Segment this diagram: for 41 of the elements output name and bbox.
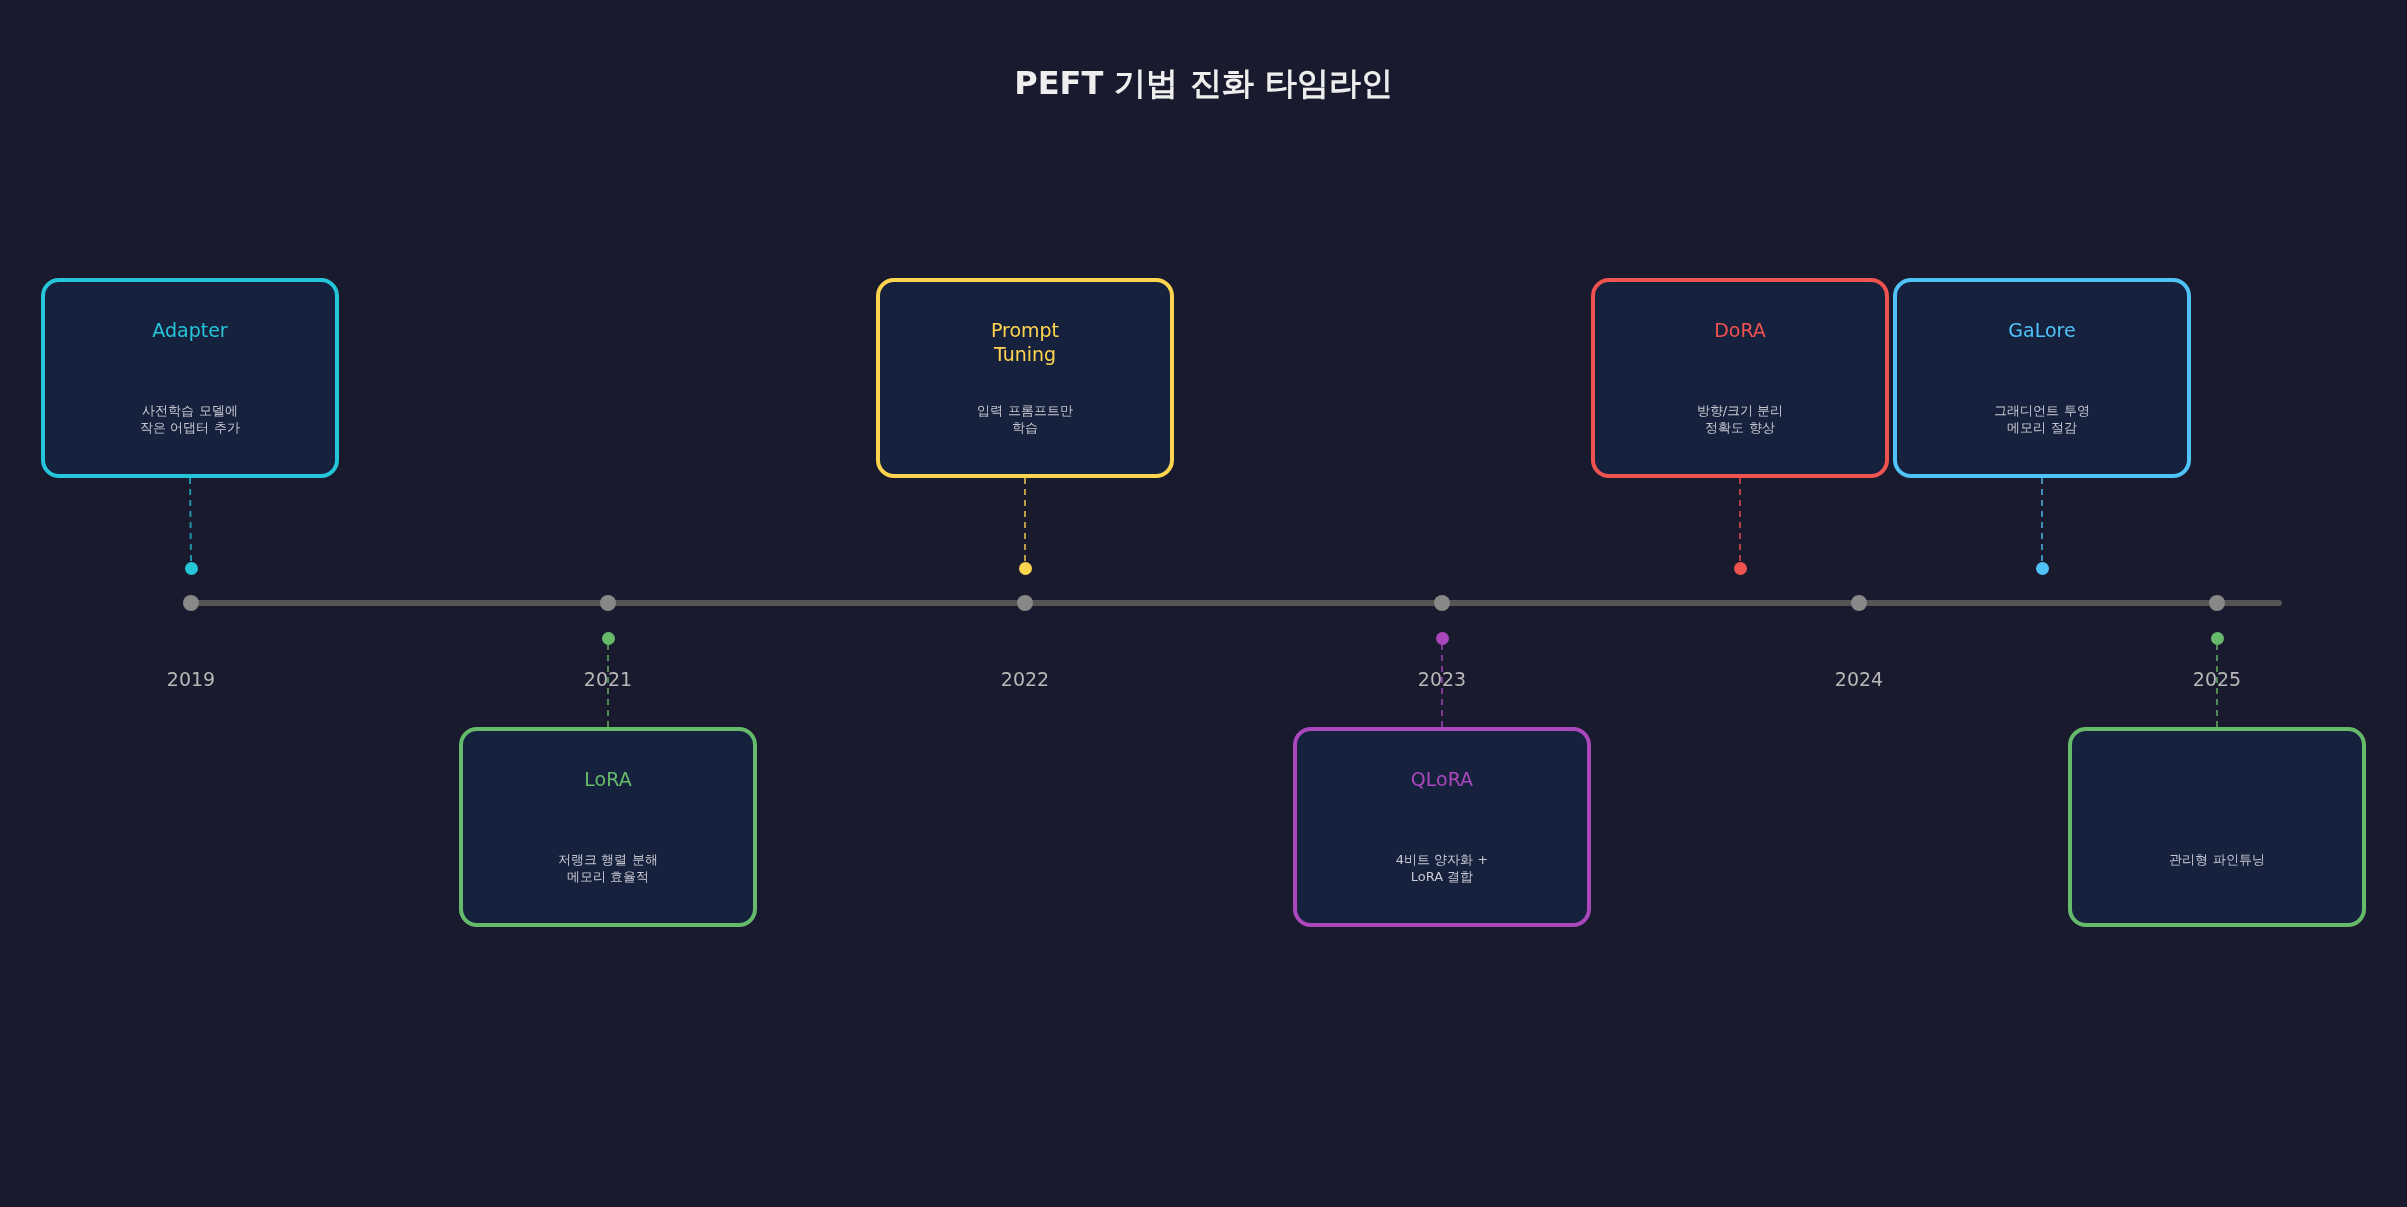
method-name: GaLore [2007,318,2077,342]
year-label: 2022 [1000,668,1050,690]
dashed-connector [2216,643,2218,728]
dashed-connector [189,477,192,563]
method-description: 방향/크기 분리 정확도 향상 [1695,402,1785,436]
timeline-marker-dot [2210,631,2224,645]
method-card [1893,278,2191,478]
method-card [1591,278,1889,478]
method-name: DoRA [1713,318,1767,342]
year-label: 2021 [583,668,633,690]
dashed-connector [607,643,609,728]
dashed-connector [1024,477,1026,563]
year-label: 2025 [2192,668,2242,690]
method-card [1293,727,1591,927]
year-label: 2019 [166,668,216,690]
method-name: LoRA [583,767,633,791]
timeline-marker-dot [2035,561,2049,575]
timeline-marker-dot [1435,631,1449,645]
method-card [2068,727,2366,927]
method-card [459,727,757,927]
method-description: 관리형 파인튜닝 [2168,851,2266,868]
method-description: 그래디언트 투영 메모리 절감 [1993,402,2091,436]
diagram-title: PEFT 기법 진화 타임라인 [1013,63,1394,104]
timeline-marker-dot [601,631,615,645]
dashed-connector [2041,477,2043,563]
method-name: Adapter [151,318,229,342]
method-description: 입력 프롬프트만 학습 [976,402,1074,436]
method-description: 4비트 양자화 + LoRA 결합 [1394,851,1490,885]
method-description: 저랭크 행렬 분해 메모리 효율적 [557,851,659,885]
method-card [41,278,339,478]
method-card [876,278,1174,478]
method-name: Prompt Tuning [989,318,1061,366]
timeline-marker-dot [1733,561,1747,575]
dashed-connector [1441,643,1443,728]
year-label: 2024 [1834,668,1884,690]
dashed-connector [1739,477,1741,563]
method-name: QLoRA [1409,767,1475,791]
year-label: 2023 [1417,668,1467,690]
timeline-marker-dot [1018,561,1032,575]
timeline-marker-dot [184,561,198,575]
method-description: 사전학습 모델에 작은 어댑터 추가 [139,402,241,436]
